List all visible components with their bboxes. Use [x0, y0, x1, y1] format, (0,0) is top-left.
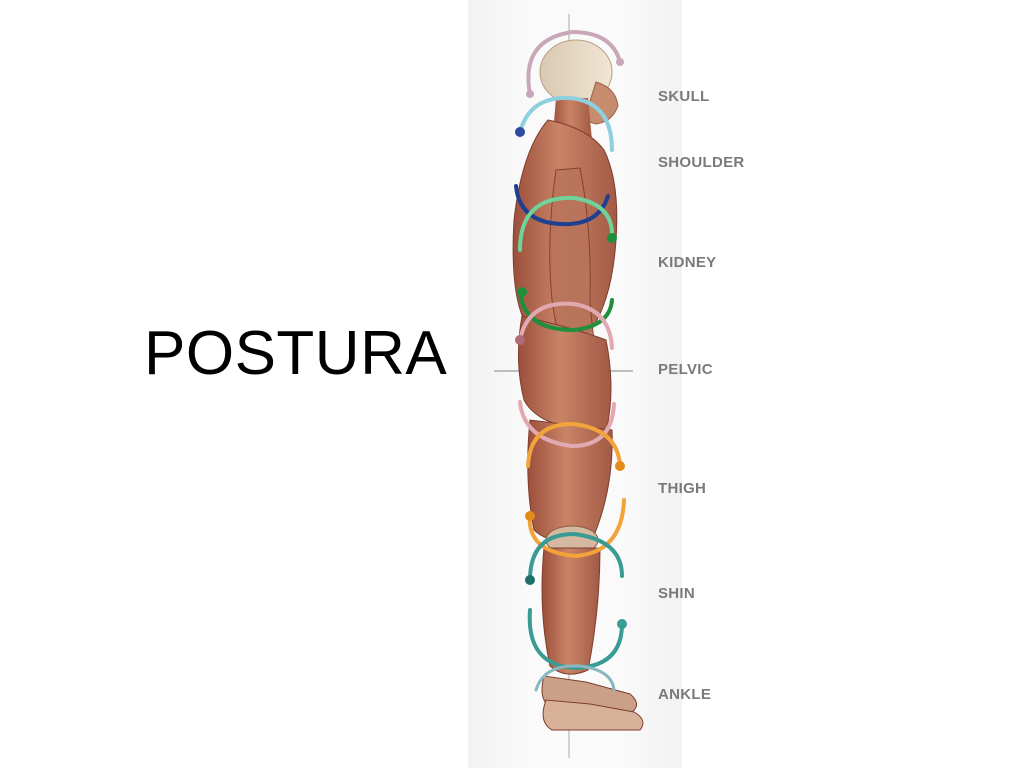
label-shoulder: SHOULDER: [658, 154, 745, 171]
skull-ring: [526, 29, 622, 96]
shin-ring: [528, 531, 624, 582]
label-skull: SKULL: [658, 88, 710, 105]
label-kidney: KIDNEY: [658, 254, 717, 271]
thigh-ring: [526, 421, 622, 468]
posture-figure: [494, 14, 644, 758]
posture-rings: [514, 29, 627, 692]
label-ankle: ANKLE: [658, 686, 712, 703]
pelvic-ring: [518, 301, 614, 350]
kidney-ring: [518, 195, 615, 252]
shoulder-ring: [518, 95, 614, 152]
ankle-ring: [534, 664, 616, 692]
label-shin: SHIN: [658, 585, 696, 602]
label-thigh: THIGH: [658, 480, 707, 497]
slide-title: POSTURA: [144, 319, 448, 388]
body-silhouette: [512, 39, 644, 731]
label-pelvic: PELVIC: [658, 361, 713, 378]
